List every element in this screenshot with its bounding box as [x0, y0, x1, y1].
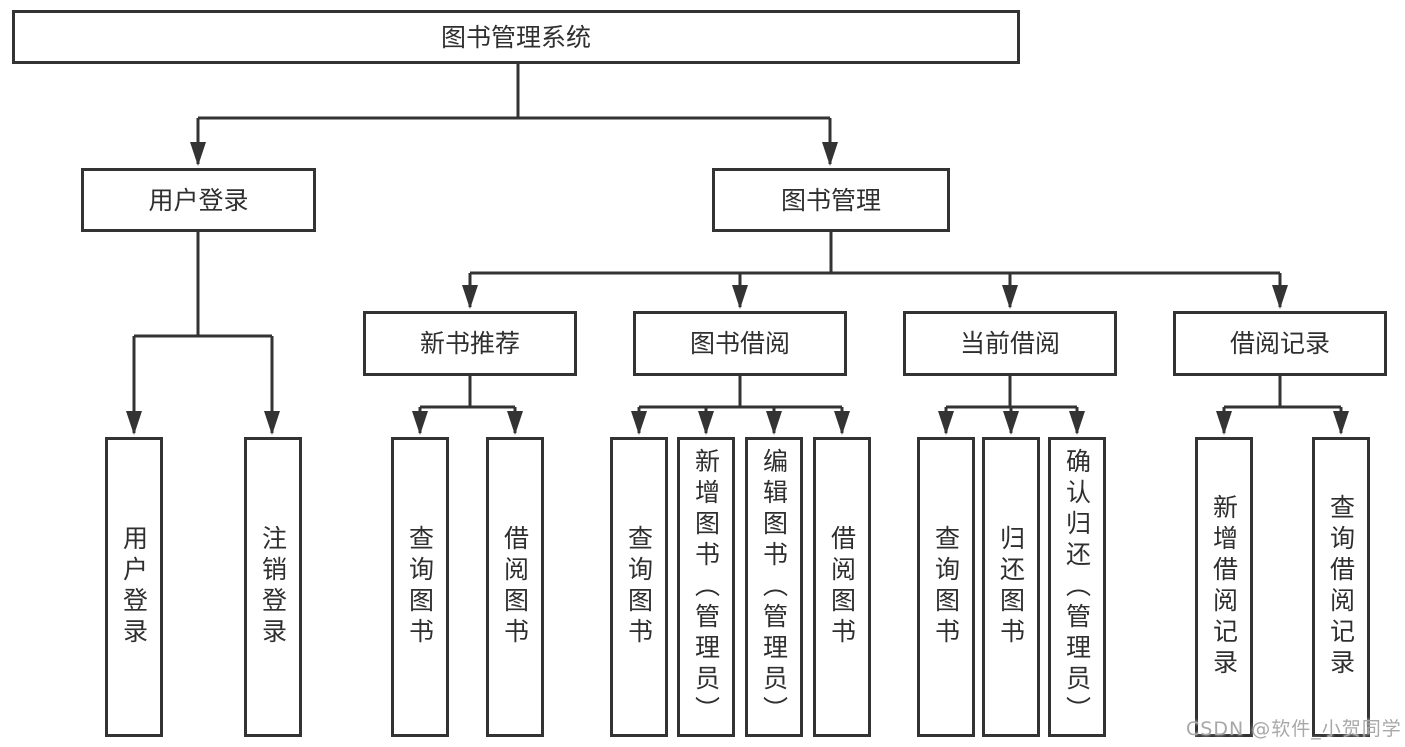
node-leaf-query-books-borrow: 查询图书 [610, 437, 668, 737]
node-new-book-recommendation: 新书推荐 [363, 311, 577, 376]
node-user-login: 用户登录 [81, 168, 316, 232]
connector-user-login [126, 232, 280, 435]
connector-new-book-recommendation [412, 376, 523, 435]
node-leaf-logout: 注销登录 [244, 437, 302, 737]
node-leaf-query-borrow-record: 查询借阅记录 [1312, 437, 1370, 737]
node-leaf-borrow-books: 借阅图书 [813, 437, 871, 737]
node-leaf-query-books-recommend: 查询图书 [391, 437, 449, 737]
node-leaf-add-book-admin: 新增图书（管理员） [677, 437, 735, 737]
connector-book-management [462, 232, 1288, 309]
connector-root [190, 64, 838, 166]
node-leaf-confirm-return-admin: 确认归还（管理员） [1048, 437, 1106, 737]
connector-book-borrowing [631, 376, 850, 435]
node-library-management-system: 图书管理系统 [12, 10, 1020, 64]
node-book-management: 图书管理 [712, 168, 950, 232]
connector-current-borrowing [938, 376, 1085, 435]
node-leaf-user-login: 用户登录 [105, 437, 163, 737]
node-leaf-return-book: 归还图书 [982, 437, 1040, 737]
csdn-watermark: CSDN @软件_小贺同学 [1186, 718, 1402, 740]
node-leaf-edit-book-admin: 编辑图书（管理员） [745, 437, 803, 737]
node-leaf-borrow-books-recommend: 借阅图书 [486, 437, 544, 737]
node-leaf-query-books-current: 查询图书 [917, 437, 975, 737]
connector-borrowing-records [1216, 376, 1349, 435]
node-book-borrowing: 图书借阅 [633, 311, 847, 376]
node-leaf-add-borrow-record: 新增借阅记录 [1195, 437, 1253, 737]
node-current-borrowing: 当前借阅 [903, 311, 1117, 376]
node-borrowing-records: 借阅记录 [1173, 311, 1387, 376]
